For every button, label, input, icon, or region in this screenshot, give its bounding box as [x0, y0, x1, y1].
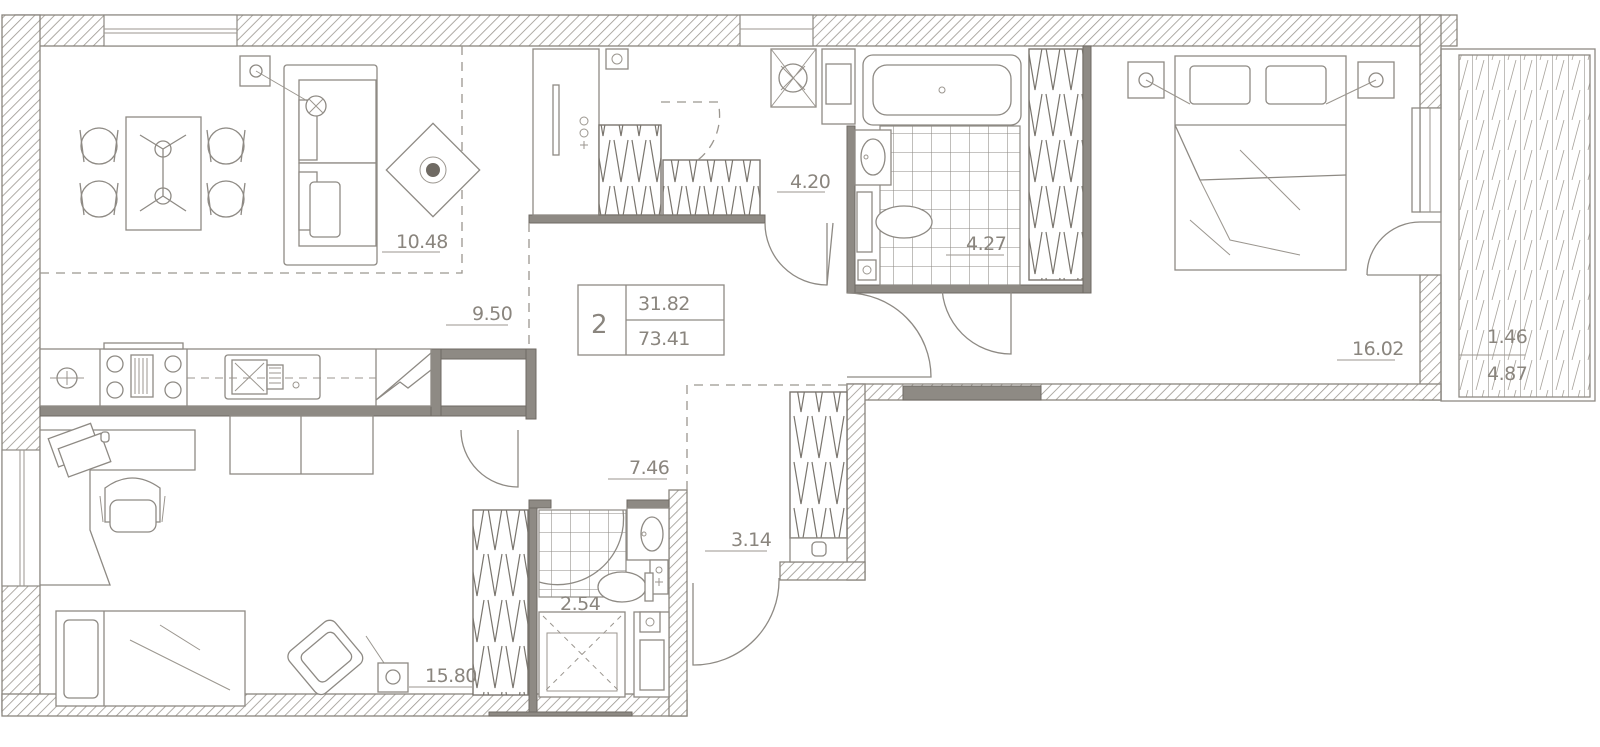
zone-lines — [40, 46, 847, 490]
label-bathroom-small: 2.54 — [560, 593, 601, 615]
door-hall — [764, 222, 834, 286]
desk — [39, 422, 196, 586]
balcony-deck — [1458, 54, 1591, 398]
label-entrance: 3.14 — [731, 529, 772, 551]
main-bathroom — [770, 48, 1084, 286]
living-area-value: 31.82 — [638, 293, 690, 315]
label-kitchen: 9.50 — [472, 303, 512, 325]
sink-icon — [224, 354, 321, 400]
dining-table — [79, 116, 246, 231]
label-bathroom-main: 4.27 — [966, 233, 1006, 255]
area-labels: 10.48 9.50 4.20 4.27 16.02 1.46 4.87 7.4… — [382, 171, 1528, 688]
fridge-icon — [375, 352, 432, 401]
bathroom-wall-segment — [488, 711, 633, 717]
counter-cabinets — [229, 415, 374, 475]
single-bed — [55, 610, 246, 707]
bedroom-wall-panel — [1411, 107, 1421, 213]
label-living-dining: 10.48 — [396, 231, 448, 253]
windows — [1, 14, 1442, 587]
interior-walls — [39, 45, 1092, 713]
balcony-frame — [1440, 48, 1596, 402]
label-balcony-total: 4.87 — [1487, 363, 1527, 385]
label-bedroom-second: 15.80 — [425, 665, 477, 687]
door-bathroom — [846, 284, 1012, 378]
entry-door — [692, 577, 780, 666]
door-balcony — [1366, 221, 1441, 276]
label-hall-corridor: 4.20 — [790, 171, 830, 193]
area-summary-box: 2 31.82 73.41 — [577, 284, 725, 356]
entry-wall-segment — [902, 385, 1042, 401]
label-bedroom-master: 16.02 — [1352, 338, 1404, 360]
wardrobe-door-swing — [661, 101, 721, 161]
label-balcony-area: 1.46 — [1487, 326, 1527, 348]
door-hallway-room — [460, 429, 519, 488]
double-bed — [1127, 55, 1395, 271]
label-hallway: 7.46 — [629, 457, 669, 479]
sofa — [283, 64, 378, 266]
stove-icon — [106, 354, 182, 399]
office-chair — [99, 477, 166, 533]
coffee-table — [385, 122, 481, 218]
exterior-walls — [1, 14, 1458, 717]
total-area-value: 73.41 — [638, 328, 690, 350]
entry-closet — [789, 391, 848, 563]
floor-lamp-icon — [239, 55, 327, 117]
wardrobe — [532, 48, 761, 216]
armchair — [287, 619, 409, 696]
rooms-count: 2 — [591, 310, 607, 340]
small-bathroom — [472, 507, 670, 698]
